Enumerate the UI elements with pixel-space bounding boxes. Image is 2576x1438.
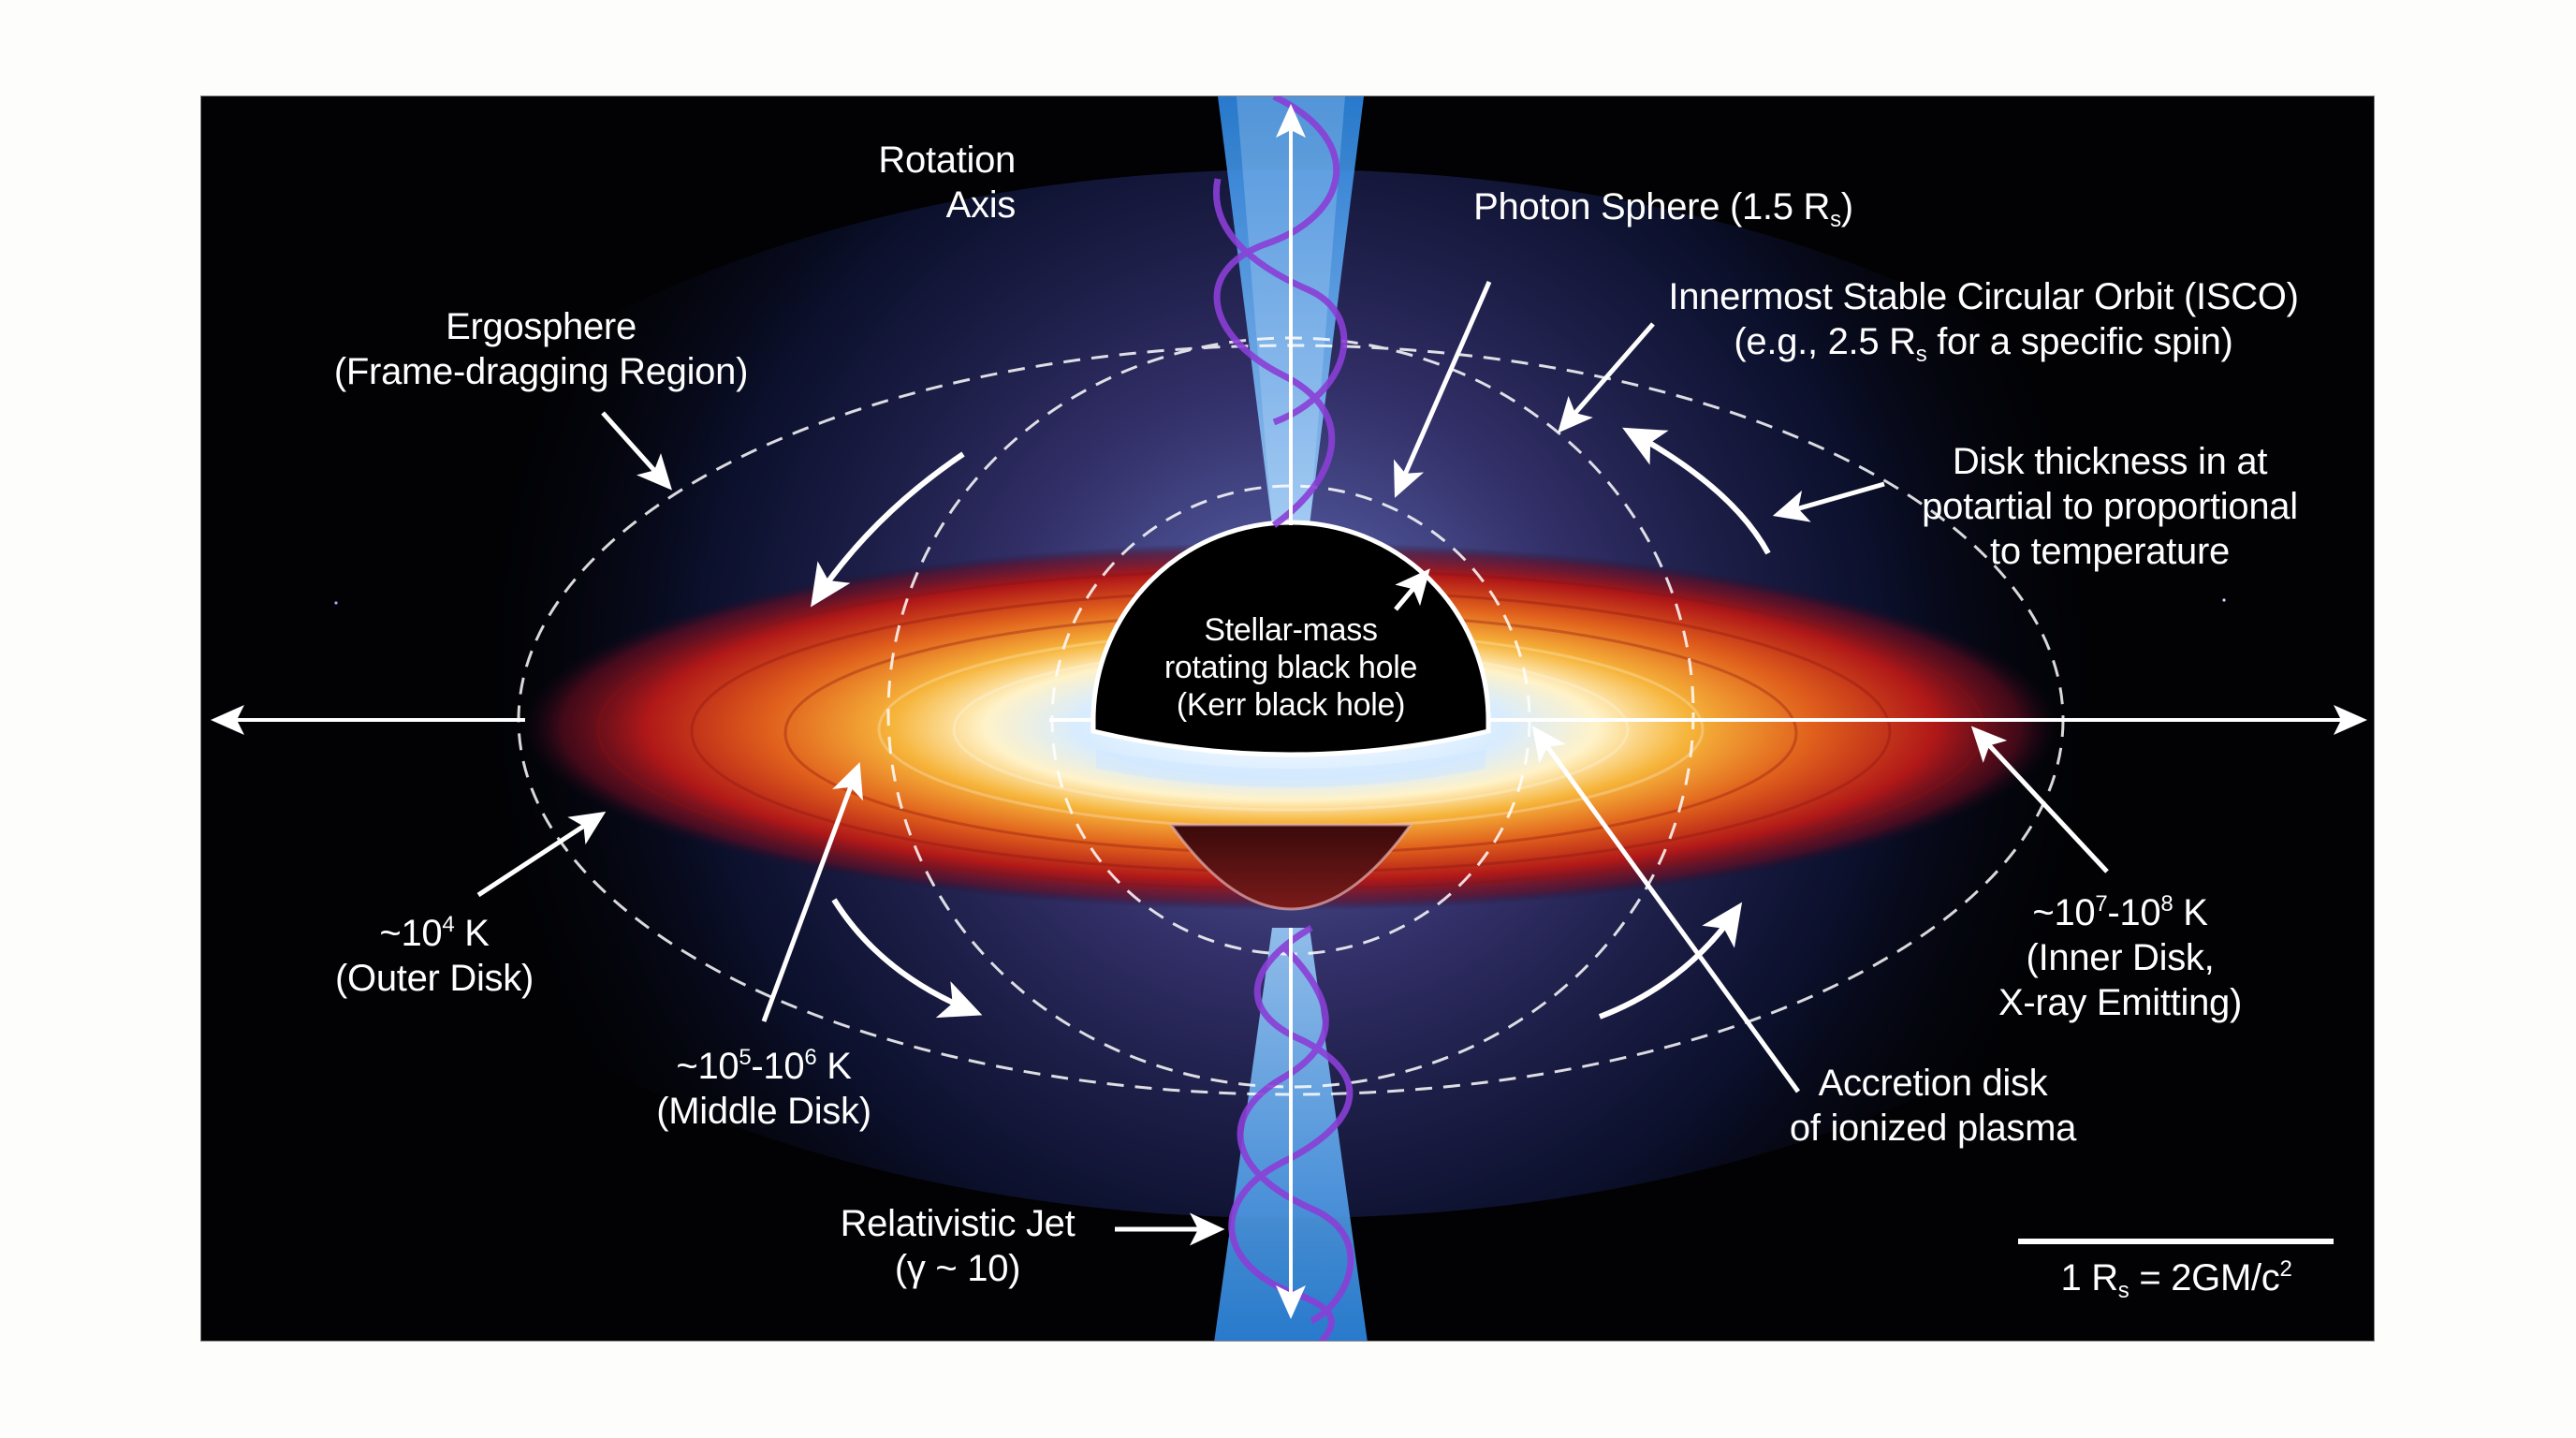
rotation-direction-arrows	[811, 427, 1771, 1020]
helix-field-lines	[1213, 96, 1354, 1341]
ergosphere-label: Ergosphere (Frame-dragging Region)	[333, 306, 749, 392]
black-hole-pointer	[1394, 568, 1430, 611]
inner-disk-label: ~107-108 K (Inner Disk, X-ray Emitting)	[1998, 891, 2242, 1023]
photon-sphere-label: Photon Sphere (1.5 Rs)	[1473, 186, 1853, 232]
outer-disk-pointer	[476, 811, 607, 898]
isco-label: Innermost Stable Circular Orbit (ISCO) (…	[1668, 276, 2299, 367]
middle-disk-label: ~105-106 K (Middle Disk)	[656, 1045, 871, 1132]
ergosphere-pointer	[601, 411, 673, 491]
black-hole-illustration	[201, 96, 2374, 1341]
relativistic-jet-label: Relativistic Jet (γ ~ 10)	[840, 1203, 1076, 1289]
accretion-disk-label: Accretion disk of ionized plasma	[1789, 1063, 2077, 1149]
photon-sphere-pointer	[1393, 280, 1492, 498]
disk-thickness-label: Disk thickness in at potartial to propor…	[1922, 441, 2298, 572]
black-hole-label: Stellar-mass rotating black hole (Kerr b…	[1164, 612, 1418, 723]
accretion-disk-pointer	[1531, 725, 1801, 1093]
scale-bar-label: 1 Rs = 2GM/c2	[2060, 1256, 2292, 1303]
disk-thickness-pointer	[1772, 481, 1885, 522]
rotation-axis-label: Rotation Axis	[878, 139, 1016, 226]
inner-disk-pointer	[1970, 726, 2109, 873]
middle-disk-pointer	[761, 761, 863, 1022]
diagram-panel: Rotation Axis Photon Sphere (1.5 Rs) Inn…	[200, 95, 2375, 1342]
black-hole-lower-cap	[1168, 823, 1413, 911]
isco-pointer	[1558, 322, 1655, 433]
outer-disk-label: ~104 K (Outer Disk)	[335, 912, 534, 999]
callout-arrows	[476, 280, 2109, 1246]
